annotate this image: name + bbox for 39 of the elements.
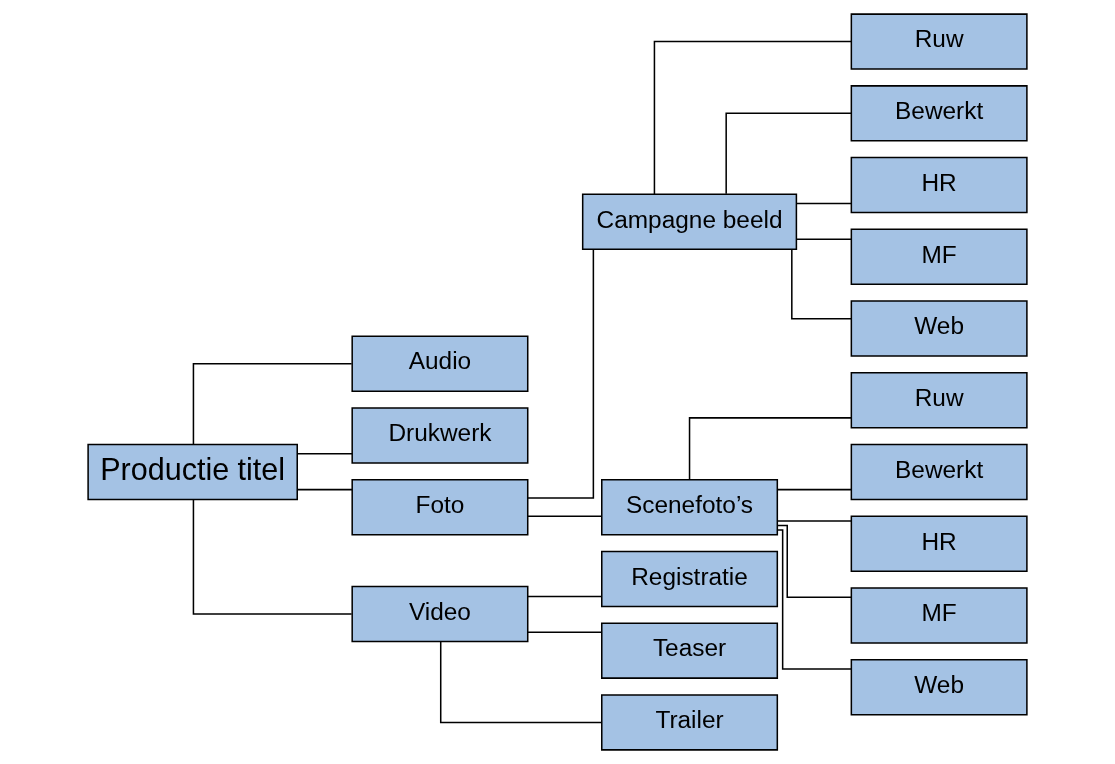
connector — [527, 631, 603, 634]
connector — [776, 529, 853, 670]
connector — [296, 452, 353, 455]
node-box: HR — [850, 156, 1028, 214]
connector — [192, 499, 353, 615]
node-box: Foto — [351, 478, 529, 536]
node-box: Trailer — [601, 694, 779, 751]
node-box: MF — [850, 228, 1028, 286]
node-box: Ruw — [850, 13, 1028, 70]
node-box: HR — [850, 515, 1028, 573]
connector — [776, 524, 852, 598]
connector — [296, 488, 353, 491]
connector — [527, 248, 595, 499]
node-box: Drukwerk — [351, 407, 529, 464]
connector — [688, 417, 852, 481]
node-box: Bewerkt — [850, 443, 1028, 501]
connector — [776, 488, 852, 491]
connector — [653, 40, 852, 195]
node-box: Web — [850, 659, 1028, 716]
node-box: Campagne beeld — [581, 193, 798, 250]
connector — [527, 595, 603, 598]
connector — [796, 238, 852, 241]
connector — [439, 641, 602, 724]
connector — [192, 362, 353, 445]
connector — [796, 202, 852, 205]
connector — [776, 520, 852, 522]
node-box: Registratie — [601, 550, 779, 608]
node-box: MF — [850, 587, 1028, 644]
node-box: Bewerkt — [850, 85, 1028, 142]
connector — [791, 248, 853, 320]
node-box: Web — [850, 300, 1028, 357]
node-box: Productie titel — [87, 443, 298, 501]
node-box: Audio — [351, 335, 529, 392]
connector — [725, 112, 853, 195]
node-box: Ruw — [850, 372, 1028, 429]
connector — [527, 515, 603, 518]
node-box: Scenefoto’s — [601, 478, 779, 536]
node-box: Teaser — [601, 622, 779, 679]
node-box: Video — [351, 585, 529, 643]
